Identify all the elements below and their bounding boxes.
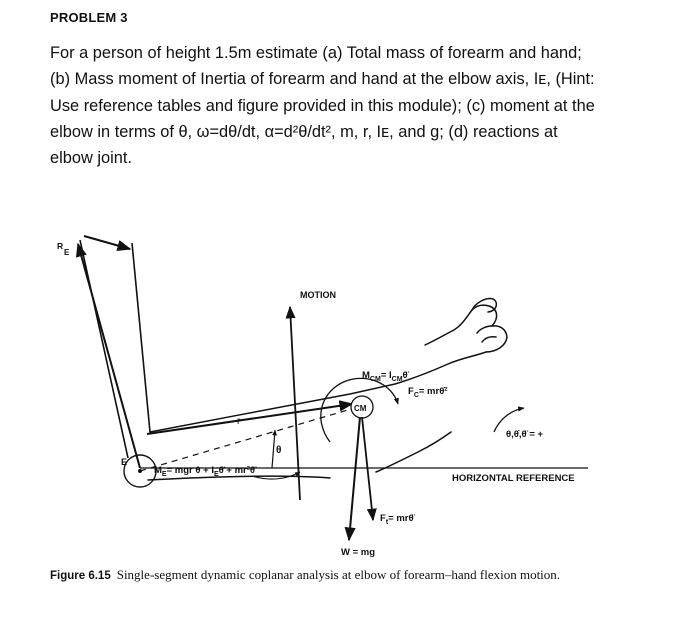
horizontal-reference-label: HORIZONTAL REFERENCE: [452, 473, 575, 484]
elbow-label: E: [121, 457, 127, 467]
elbow-moment-arc: [251, 471, 301, 480]
reaction-force-arrow: [75, 235, 141, 469]
problem-line: For a person of height 1.5m estimate (a)…: [50, 44, 582, 62]
tangential-force-label: Ft= mrθ̈: [380, 513, 416, 526]
theta-label: θ: [276, 445, 281, 456]
figure-caption-text: Single-segment dynamic coplanar analysis…: [116, 567, 561, 582]
elbow-moment-equation: ME= mgr θ + IEθ̈ + mr²θ̈: [154, 465, 257, 478]
reaction-label-e: E: [64, 248, 70, 257]
centripetal-direction-line: [146, 400, 354, 435]
upper-arm-outline: [79, 239, 151, 459]
problem-line: (b) Mass moment of Inertia of forearm an…: [50, 70, 595, 89]
positive-direction-arc: [493, 406, 525, 433]
cm-moment-arc: [320, 377, 399, 443]
problem-line: elbow in terms of θ, ω=dθ/dt, α=d²θ/dt²,…: [50, 122, 558, 141]
motion-arrow: [285, 305, 301, 501]
forearm-hand-outline: [147, 297, 508, 481]
problem-heading: PROBLEM 3: [50, 10, 128, 25]
theta-angle-arrow: [271, 429, 277, 469]
problem-line: Use reference tables and figure provided…: [50, 96, 595, 115]
figure-caption-label: Figure 6.15: [50, 570, 111, 582]
center-of-mass-label: CM: [354, 404, 367, 413]
problem-line: elbow joint.: [50, 149, 133, 168]
problem-statement: For a person of height 1.5m estimate (a)…: [50, 40, 665, 171]
figure-caption: Figure 6.15 Single-segment dynamic coplan…: [50, 567, 650, 584]
motion-label: MOTION: [300, 290, 336, 300]
weight-arrow: [344, 416, 361, 542]
cm-moment-label: MCM= ICMθ̈: [362, 370, 410, 383]
radius-label: r: [237, 416, 241, 427]
sign-convention-label: θ,θ̇,θ̈ = +: [506, 429, 544, 440]
elbow-joint-circle: [123, 454, 157, 488]
weight-label: W = mg: [341, 547, 375, 558]
segment-axis-line: [139, 406, 359, 472]
tangential-force-arrow: [361, 416, 377, 522]
reaction-label-r: R: [57, 241, 63, 251]
centripetal-force-label: FC= mrθ̇²: [408, 386, 448, 399]
